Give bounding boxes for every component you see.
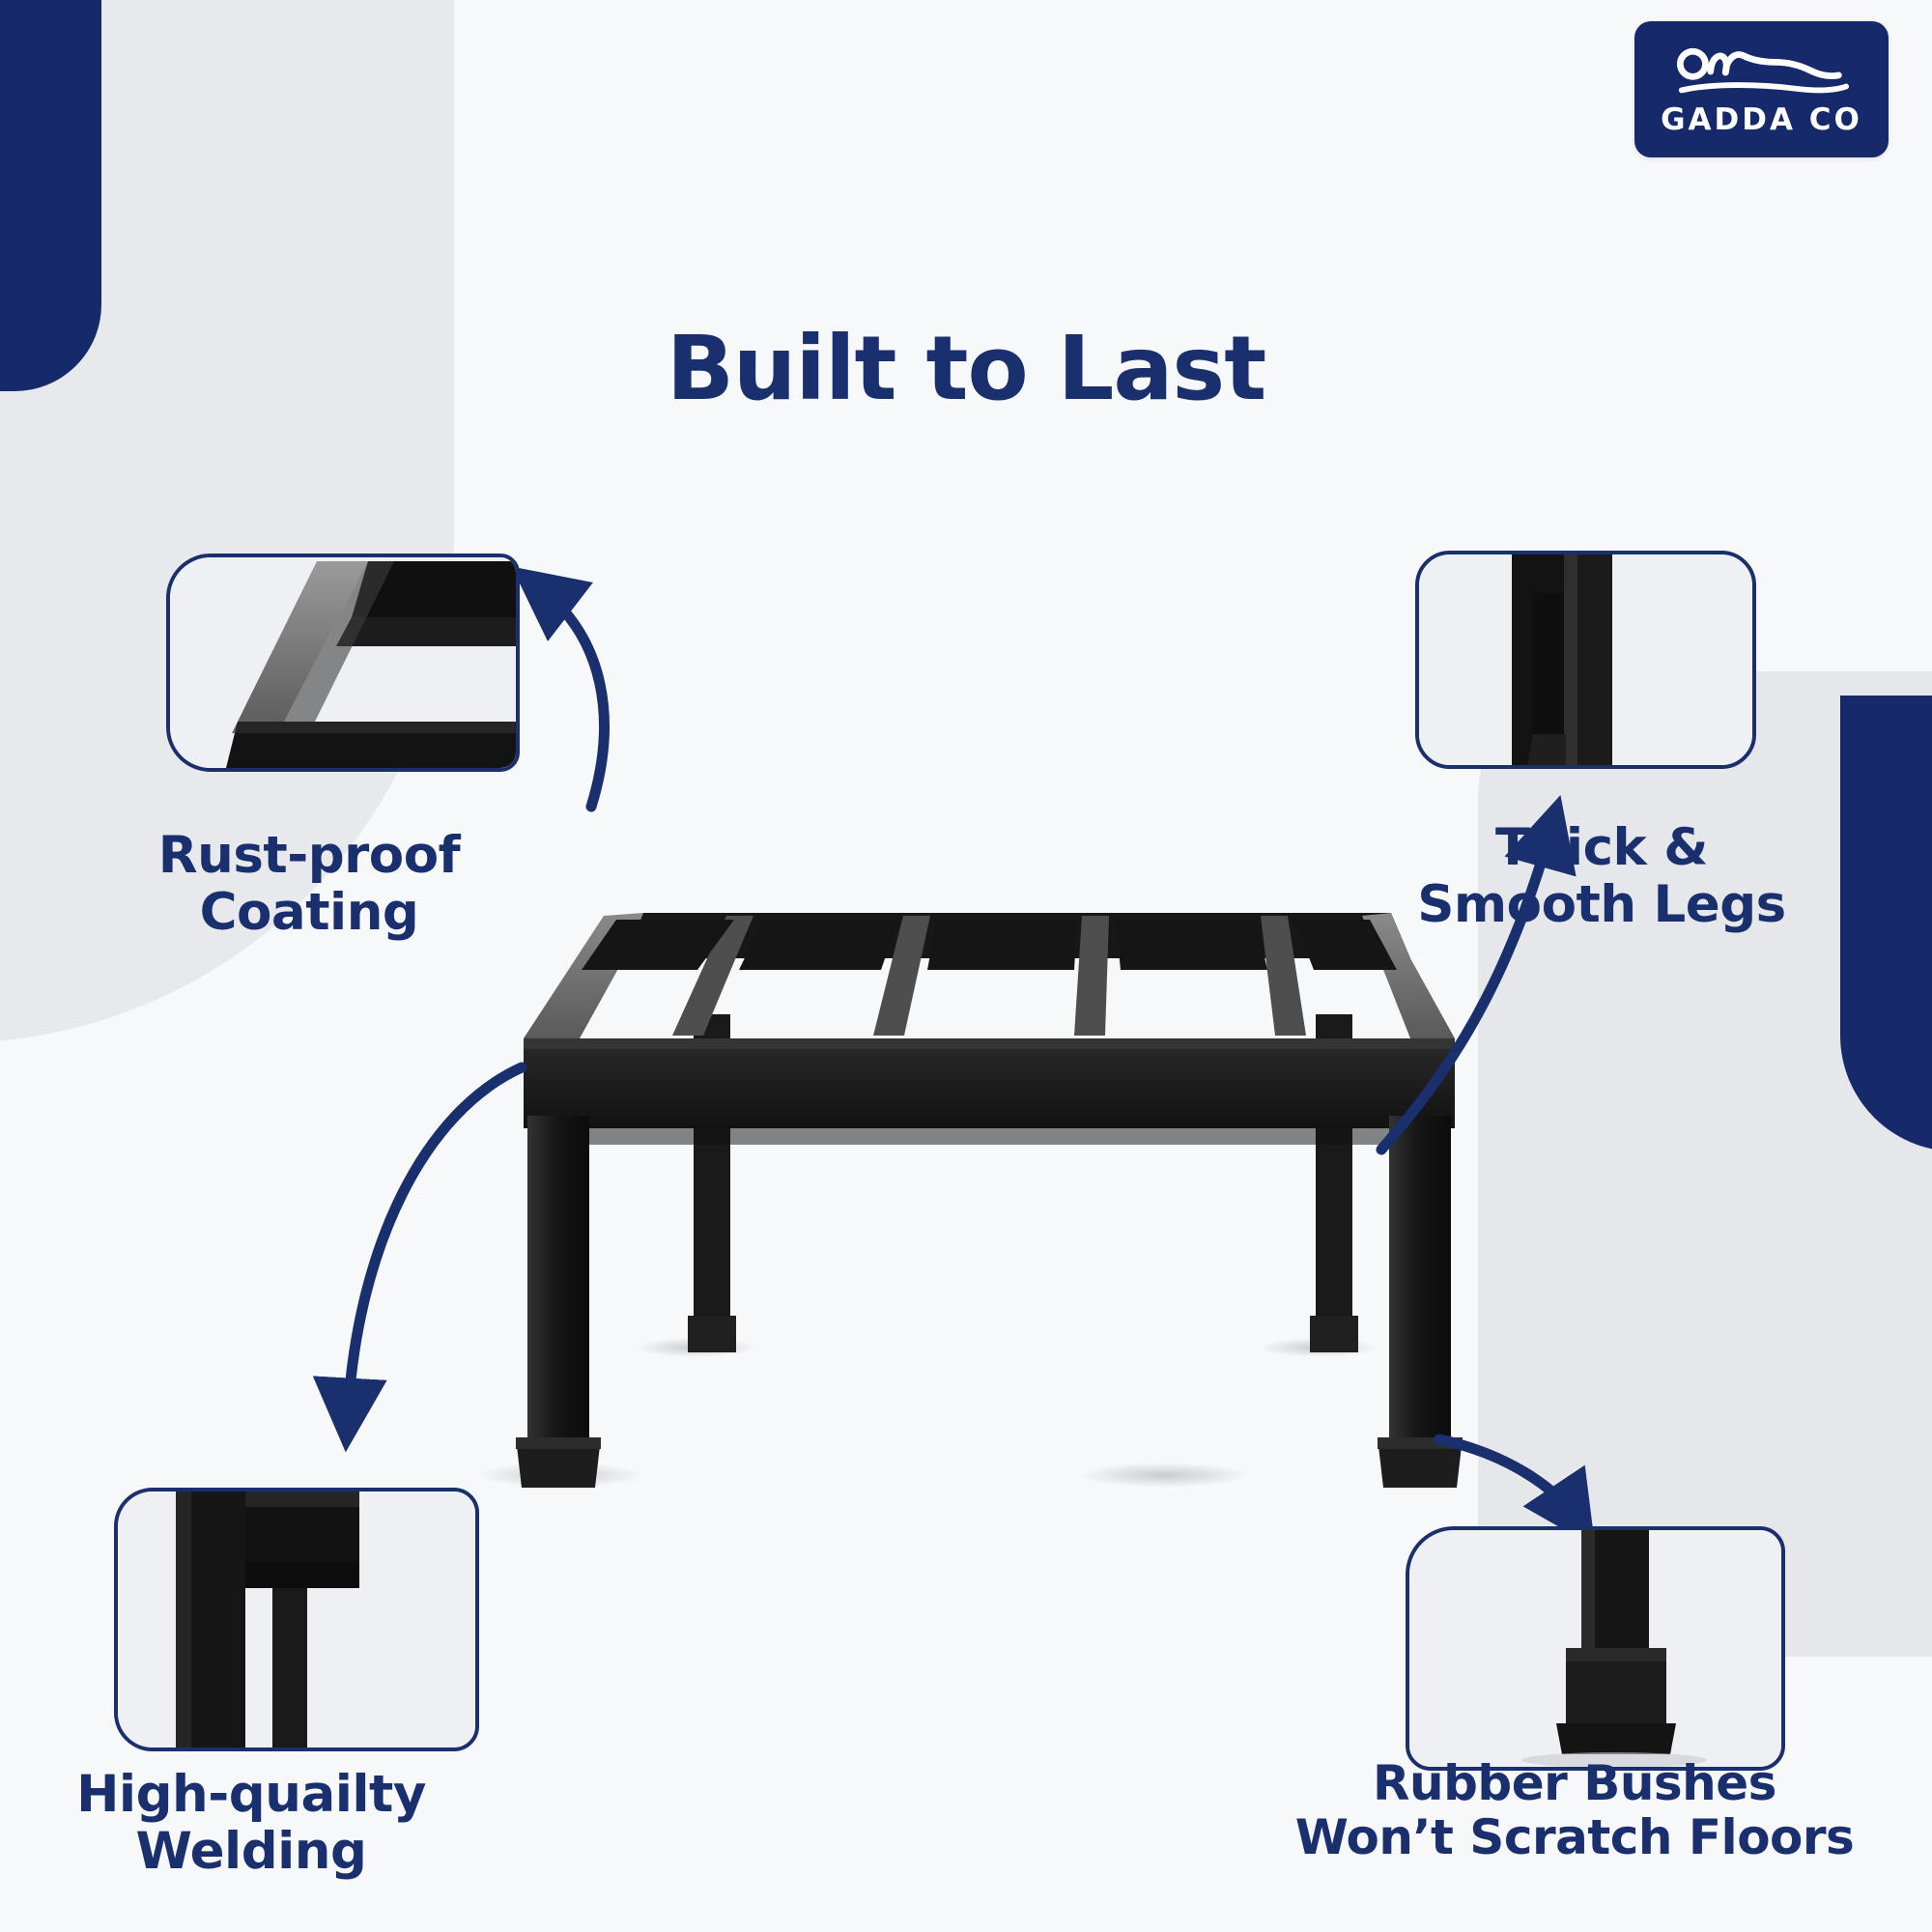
brand-logo-badge: GADDA CO: [1634, 21, 1889, 157]
feature-label-line1: Thick &: [1495, 818, 1708, 877]
feature-label-thick-smooth-legs: Thick & Smooth Legs: [1350, 819, 1853, 934]
feature-label-line1: Rust-proof: [157, 826, 461, 885]
feature-label-line2: Smooth Legs: [1417, 875, 1786, 935]
feature-label-line1: High-quailty: [76, 1765, 426, 1824]
welded-corner-photo: [118, 1492, 475, 1747]
decor-navy-bar-top-left: [0, 0, 101, 391]
rubber-foot-photo: [1409, 1530, 1781, 1767]
page-title: Built to Last: [666, 317, 1266, 420]
feature-label-line2: Coating: [199, 883, 419, 943]
feature-label-line2: Welding: [135, 1822, 367, 1882]
inset-card-rust-proof-coating: [166, 554, 520, 772]
inset-card-rubber-bushes: [1406, 1526, 1785, 1771]
product-image: [444, 869, 1507, 1526]
inset-card-thick-smooth-legs: [1415, 551, 1756, 769]
feature-label-rubber-bushes: Rubber Bushes Won’t Scratch Floors: [1285, 1756, 1864, 1864]
feature-label-line1: Rubber Bushes: [1373, 1755, 1776, 1811]
metal-stand-illustration: [477, 913, 1463, 1488]
inset-card-high-quailty-welding: [114, 1488, 479, 1751]
feature-label-high-quailty-welding: High-quailty Welding: [29, 1766, 473, 1881]
arrow-rust-proof-coating: [511, 566, 610, 812]
frame-corner-photo: [170, 557, 516, 768]
sleeping-person-icon: [1676, 47, 1849, 94]
decor-navy-bar-right: [1840, 696, 1932, 1151]
leg-joint-photo: [1419, 554, 1752, 765]
feature-label-rust-proof-coating: Rust-proof Coating: [77, 827, 541, 942]
brand-logo-text: GADDA CO: [1661, 102, 1862, 137]
feature-label-line2: Won’t Scratch Floors: [1294, 1809, 1855, 1865]
